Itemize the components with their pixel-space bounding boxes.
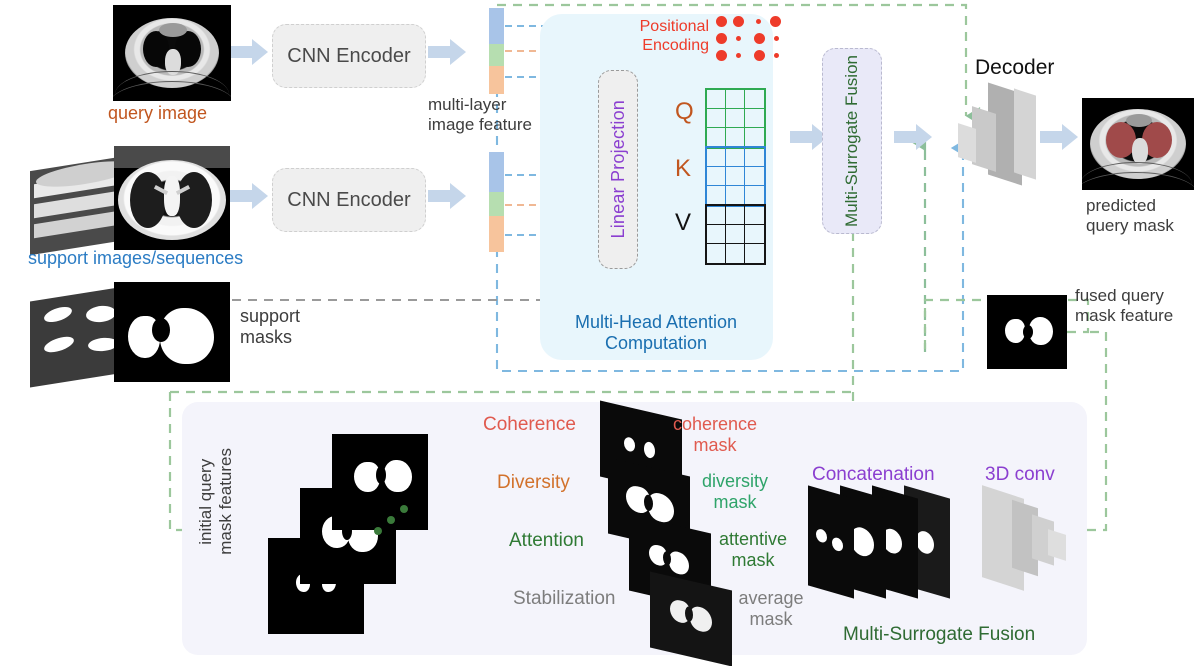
fused-query-mask-feature-label: fused query mask feature [1075, 286, 1174, 326]
surrogate-name-stabilization: Stabilization [513, 588, 616, 609]
k-label: K [675, 155, 692, 182]
surrogate-name-coherence: Coherence [483, 414, 576, 435]
predicted-query-mask-label: predicted query mask [1086, 196, 1174, 236]
cnn-encoder-query-label: CNN Encoder [287, 44, 411, 67]
concatenation-label: Concatenation [812, 464, 935, 485]
arrow-encoder2-to-feature [428, 183, 466, 209]
conv3d-shape [982, 485, 1092, 596]
multi-head-attention-box [540, 14, 773, 360]
fused-query-mask-feature-image [987, 295, 1067, 369]
arrow-msf-to-decoder [894, 124, 932, 150]
arrow-support-to-encoder [230, 183, 268, 209]
multi-surrogate-fusion-bottom-label: Multi-Surrogate Fusion [843, 624, 1036, 645]
initial-mask-tile-3 [332, 434, 428, 530]
surrogate-mask-label-diversity: diversity mask [701, 471, 768, 513]
arrow-encoder-to-feature [428, 39, 466, 65]
k-grid [705, 146, 766, 207]
support-masks-stack [30, 282, 230, 388]
surrogate-name-diversity: Diversity [497, 472, 570, 493]
support-images-label: support images/sequences [28, 248, 244, 268]
surrogate-name-attention: Attention [509, 530, 584, 551]
feature-bar-blue-top [489, 8, 504, 48]
decoder-label: Decoder [975, 56, 1055, 79]
feature-bar-orange-top [489, 66, 504, 94]
feature-bar-green-bottom [489, 192, 504, 220]
conv3d-label: 3D conv [985, 464, 1055, 485]
attention-block-label: Multi-Head Attention Computation [574, 312, 738, 354]
query-image [113, 5, 231, 101]
feature-bar-blue-bottom [489, 152, 504, 196]
query-image-label: query image [108, 103, 208, 123]
q-grid [705, 88, 766, 149]
support-masks-label: support masks [240, 306, 301, 348]
q-label: Q [675, 98, 694, 125]
predicted-query-mask-image [1082, 98, 1194, 190]
surrogate-mask-label-average: average mask [738, 588, 804, 630]
support-images-stack [30, 146, 230, 256]
initial-query-mask-features-label: initial query mask features [196, 448, 236, 555]
v-label: V [675, 209, 692, 236]
surrogate-mask-label-attentive: attentive mask [718, 529, 788, 571]
feature-bar-green-top [489, 44, 504, 70]
multi-surrogate-fusion-box: Multi-Surrogate Fusion [822, 48, 882, 234]
v-grid [705, 204, 766, 265]
stack-dots [374, 505, 408, 537]
cnn-encoder-support: CNN Encoder [272, 168, 426, 232]
arrow-query-to-encoder [230, 39, 268, 65]
surrogate-mask-label-coherence: coherence mask [672, 414, 758, 456]
positional-encoding-dots [716, 16, 784, 62]
cnn-encoder-support-label: CNN Encoder [287, 188, 411, 211]
cnn-encoder-query: CNN Encoder [272, 24, 426, 88]
linear-projection-label: Linear Projection [607, 100, 628, 239]
decoder-shape [952, 82, 1060, 192]
concatenation-stack [808, 485, 958, 604]
positional-encoding-label: Positional Encoding [639, 18, 709, 54]
multi-layer-feature-label: multi-layer image feature [428, 95, 532, 135]
multi-surrogate-fusion-side-label: Multi-Surrogate Fusion [841, 55, 861, 227]
feature-bar-orange-bottom [489, 216, 504, 252]
linear-projection-box: Linear Projection [598, 70, 638, 269]
